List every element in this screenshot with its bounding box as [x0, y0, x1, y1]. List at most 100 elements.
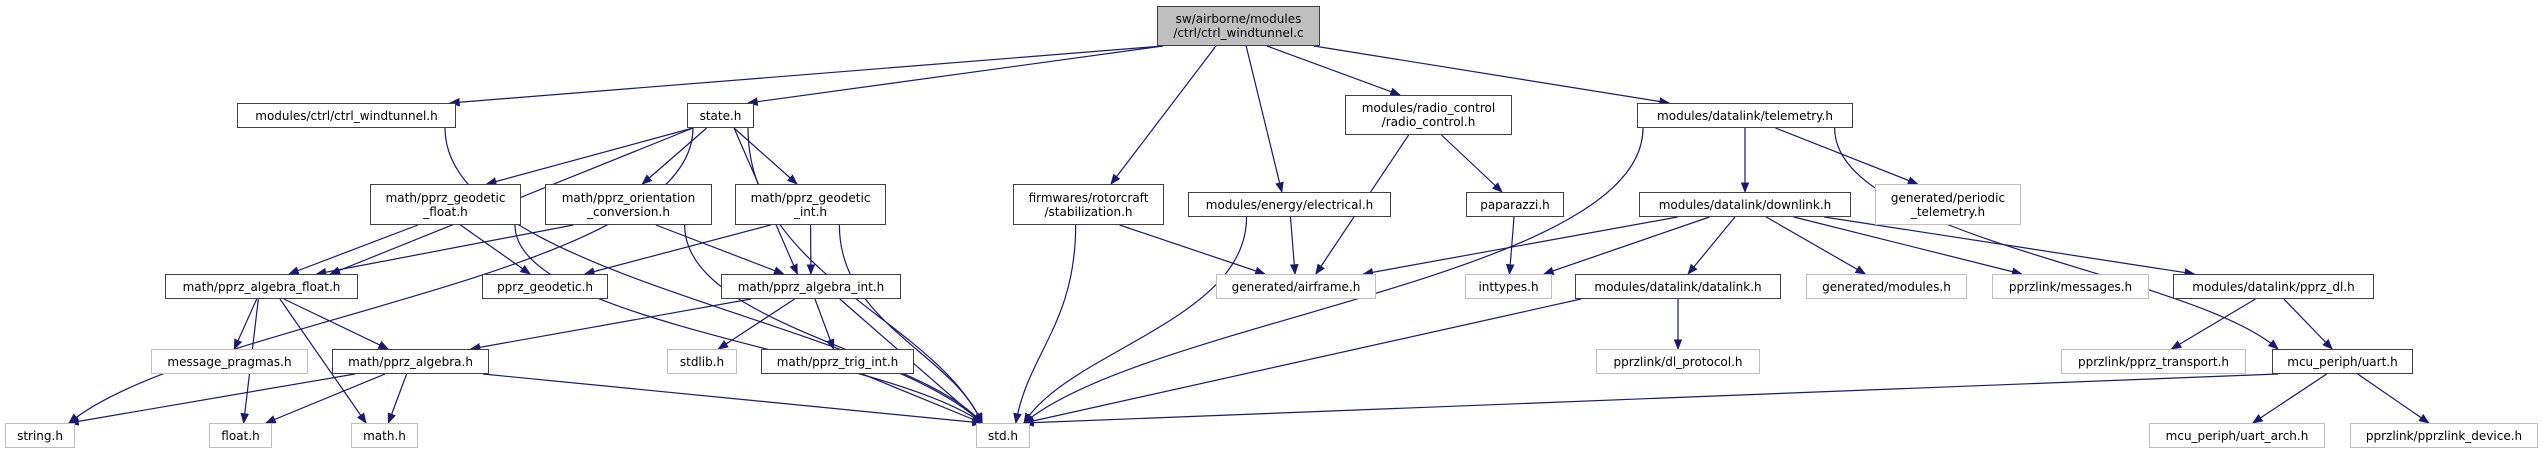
edge-telem-to-uart: [1834, 127, 2279, 350]
edge-alg-to-float: [265, 373, 386, 424]
node-stdlib: stdlib.h: [667, 349, 737, 374]
node-label: mcu_periph/uart.h: [2287, 354, 2398, 369]
edge-main-to-ctrl_h: [448, 45, 1164, 107]
node-label: pprzlink/messages.h: [2008, 279, 2133, 294]
edge-stab-to-airframe: [1119, 224, 1266, 275]
edge-state-to-geo_f: [485, 127, 694, 186]
node-radio[interactable]: modules/radio_control /radio_control.h: [1345, 95, 1512, 135]
node-alg-i[interactable]: math/pprz_algebra_int.h: [721, 274, 901, 299]
edge-orient-to-alg_f: [315, 224, 574, 277]
node-label: pprzlink/pprz_transport.h: [2077, 354, 2230, 369]
node-label: math/pprz_algebra_int.h: [737, 279, 885, 294]
edge-main-to-telem: [1313, 45, 1671, 106]
node-label: math/pprz_trig_int.h: [776, 354, 899, 369]
node-label: sw/airborne/modules /ctrl/ctrl_windtunne…: [1173, 12, 1304, 40]
edge-state-to-orient: [641, 127, 708, 185]
node-alg[interactable]: math/pprz_algebra.h: [332, 349, 489, 374]
edge-alg_f-to-pragmas: [233, 298, 258, 350]
node-datalink[interactable]: modules/datalink/datalink.h: [1575, 274, 1781, 299]
node-uart-arch: mcu_periph/uart_arch.h: [2149, 423, 2325, 448]
node-math: math.h: [351, 423, 418, 448]
edge-radio-to-paparazzi: [1441, 134, 1503, 193]
node-pragmas: message_pragmas.h: [151, 349, 308, 374]
node-label: modules/ctrl/ctrl_windtunnel.h: [255, 108, 438, 123]
node-uart[interactable]: mcu_periph/uart.h: [2272, 349, 2413, 374]
edge-geo_i-to-std: [838, 224, 983, 424]
edge-downlink-to-messages: [1793, 216, 2023, 276]
node-label: math.h: [363, 428, 406, 443]
node-label: inttypes.h: [1478, 279, 1539, 294]
node-periodic: generated/periodic _telemetry.h: [1875, 184, 2021, 225]
edge-downlink-to-gen_mod: [1765, 216, 1867, 275]
edge-trig-to-std: [862, 373, 983, 424]
edge-alg-to-math: [387, 373, 408, 425]
node-geo-i[interactable]: math/pprz_geodetic _int.h: [735, 184, 886, 225]
edge-geo_f-to-alg_f: [288, 224, 419, 275]
node-alg-f[interactable]: math/pprz_algebra_float.h: [165, 274, 358, 299]
node-label: modules/radio_control /radio_control.h: [1361, 101, 1496, 129]
node-label: math/pprz_algebra.h: [348, 354, 473, 369]
edge-geo_f-to-geodetic: [460, 224, 531, 275]
node-main[interactable]: sw/airborne/modules /ctrl/ctrl_windtunne…: [1157, 6, 1320, 46]
node-label: math/pprz_geodetic _float.h: [385, 190, 506, 219]
edge-uart-to-device: [2357, 373, 2430, 424]
node-label: state.h: [699, 108, 742, 123]
node-label: float.h: [221, 428, 260, 443]
node-geo-f[interactable]: math/pprz_geodetic _float.h: [370, 184, 521, 225]
edge-alg-to-std: [482, 373, 984, 427]
node-telem[interactable]: modules/datalink/telemetry.h: [1637, 103, 1853, 128]
node-ctrl-h[interactable]: modules/ctrl/ctrl_windtunnel.h: [237, 103, 456, 128]
node-label: paparazzi.h: [1480, 197, 1550, 212]
edge-datalink-to-std: [1022, 298, 1582, 426]
node-device: pprzlink/pprzlink_device.h: [2350, 423, 2538, 448]
node-label: modules/datalink/datalink.h: [1594, 279, 1762, 294]
node-label: std.h: [988, 428, 1018, 443]
edge-geo_i-to-geodetic: [583, 224, 771, 276]
node-transport: pprzlink/pprz_transport.h: [2061, 349, 2246, 374]
node-label: math/pprz_orientation _conversion.h: [561, 190, 696, 219]
edge-downlink-to-datalink: [1687, 216, 1736, 275]
edge-main-to-state: [746, 45, 1164, 106]
edge-uart-to-std: [1022, 373, 2279, 427]
edge-main-to-stab: [1110, 45, 1217, 185]
node-geodetic[interactable]: pprz_geodetic.h: [482, 274, 608, 299]
node-float: float.h: [209, 423, 272, 448]
edge-stab-to-std: [1013, 224, 1077, 425]
node-paparazzi[interactable]: paparazzi.h: [1466, 192, 1564, 217]
node-pprz-dl[interactable]: modules/datalink/pprz_dl.h: [2173, 274, 2374, 299]
edge-alg_i-to-stdlib: [717, 298, 795, 350]
edge-alg_i-to-alg: [469, 298, 752, 352]
node-downlink[interactable]: modules/datalink/downlink.h: [1639, 192, 1851, 217]
node-label: modules/datalink/telemetry.h: [1657, 108, 1833, 123]
edge-elec-to-std: [1023, 216, 1248, 424]
edge-telem-to-periodic: [1775, 127, 1919, 185]
node-trig[interactable]: math/pprz_trig_int.h: [761, 349, 914, 374]
node-airframe: generated/airframe.h: [1216, 274, 1376, 299]
node-label: modules/datalink/downlink.h: [1658, 197, 1832, 212]
node-elec[interactable]: modules/energy/electrical.h: [1188, 192, 1391, 217]
edge-alg_f-to-alg: [283, 298, 390, 350]
edge-pprz_dl-to-transport: [2170, 298, 2256, 350]
node-state[interactable]: state.h: [687, 103, 754, 128]
node-label: math/pprz_geodetic _int.h: [750, 190, 871, 219]
node-label: pprzlink/pprzlink_device.h: [2365, 428, 2523, 443]
edge-pprz_dl-to-uart: [2283, 298, 2333, 350]
node-messages: pprzlink/messages.h: [1992, 274, 2149, 299]
edge-state-to-geo_i: [733, 127, 798, 185]
node-dl-proto: pprzlink/dl_protocol.h: [1596, 349, 1760, 374]
edge-downlink-to-inttypes: [1542, 216, 1710, 275]
node-label: modules/datalink/pprz_dl.h: [2192, 279, 2355, 294]
edge-orient-to-alg_i: [655, 224, 785, 275]
edge-alg_i-to-trig: [814, 298, 835, 351]
edge-main-to-radio: [1266, 45, 1402, 96]
edge-orient-to-std: [684, 224, 983, 424]
node-stab[interactable]: firmwares/rotorcraft /stabilization.h: [1013, 184, 1164, 225]
node-orient[interactable]: math/pprz_orientation _conversion.h: [545, 184, 712, 225]
node-std: std.h: [976, 423, 1030, 448]
node-gen-mod: generated/modules.h: [1806, 274, 1967, 299]
edge-alg_f-to-math: [279, 298, 367, 424]
edge-telem-to-std: [1023, 127, 1644, 424]
edge-uart-to-uart_arch: [2251, 373, 2328, 424]
node-label: string.h: [17, 428, 63, 443]
edge-main-to-elec: [1245, 45, 1284, 194]
